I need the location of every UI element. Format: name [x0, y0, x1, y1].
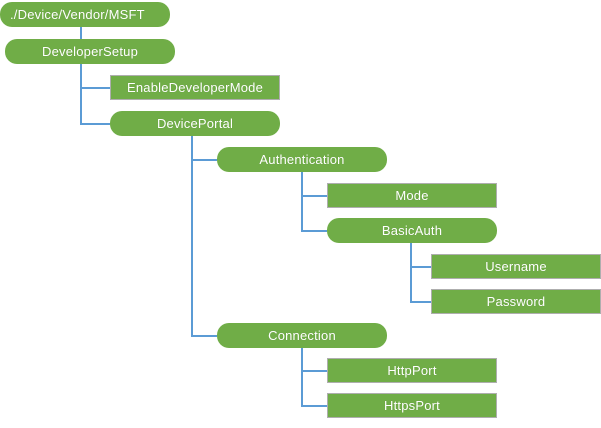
node-developersetup[interactable]: DeveloperSetup — [5, 39, 175, 64]
connector-developersetup-to-enabledevelopermode — [80, 64, 110, 89]
node-label-connection: Connection — [268, 328, 336, 343]
node-label-authentication: Authentication — [259, 152, 345, 167]
node-connection[interactable]: Connection — [217, 323, 387, 348]
node-label-basicauth: BasicAuth — [381, 223, 443, 238]
connector-deviceportal-to-connection — [191, 136, 217, 337]
node-label-developersetup: DeveloperSetup — [41, 44, 139, 59]
connector-basicauth-to-password — [410, 243, 431, 303]
node-label-root: ./Device/Vendor/MSFT — [10, 7, 145, 22]
node-label-username: Username — [485, 259, 547, 274]
connector-authentication-to-mode — [301, 172, 327, 197]
node-basicauth[interactable]: BasicAuth — [327, 218, 497, 243]
connector-developersetup-to-deviceportal — [80, 64, 110, 125]
node-label-httpsport: HttpsPort — [384, 398, 440, 413]
node-label-httpport: HttpPort — [387, 363, 437, 378]
node-mode[interactable]: Mode — [327, 183, 497, 208]
connector-basicauth-to-username — [410, 243, 431, 268]
node-label-password: Password — [486, 294, 546, 309]
node-httpsport[interactable]: HttpsPort — [327, 393, 497, 418]
node-username[interactable]: Username — [431, 254, 601, 279]
node-deviceportal[interactable]: DevicePortal — [110, 111, 280, 136]
node-label-enabledevelopermode: EnableDeveloperMode — [126, 80, 264, 95]
node-authentication[interactable]: Authentication — [217, 147, 387, 172]
node-password[interactable]: Password — [431, 289, 601, 314]
node-root[interactable]: ./Device/Vendor/MSFT — [0, 2, 170, 27]
node-httpport[interactable]: HttpPort — [327, 358, 497, 383]
connector-connection-to-httpport — [301, 348, 327, 372]
node-label-deviceportal: DevicePortal — [156, 116, 234, 131]
node-enabledevelopermode[interactable]: EnableDeveloperMode — [110, 75, 280, 100]
connector-deviceportal-to-authentication — [191, 136, 217, 161]
connector-authentication-to-basicauth — [301, 172, 327, 232]
node-label-mode: Mode — [395, 188, 429, 203]
connector-connection-to-httpsport — [301, 348, 327, 407]
